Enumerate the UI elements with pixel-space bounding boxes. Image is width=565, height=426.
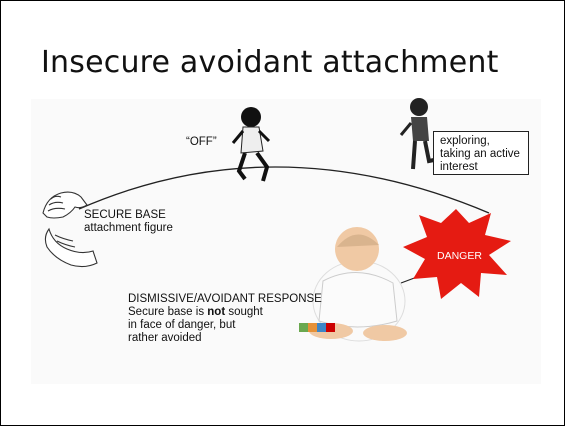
- danger-label: DANGER: [437, 250, 482, 262]
- danger-starburst: [403, 209, 511, 299]
- baby-photo: [309, 227, 407, 342]
- exploring-child-icon: [399, 98, 440, 170]
- slide-title: Insecure avoidant attachment: [41, 45, 499, 80]
- hands-icon: [42, 191, 98, 268]
- secure-base-line-1: SECURE BASE: [84, 209, 166, 221]
- response-emphasis: not: [207, 306, 226, 318]
- secure-base-line-2: attachment figure: [84, 222, 173, 234]
- exploring-line-3: interest: [440, 161, 478, 173]
- exploring-line-2: taking an active: [440, 148, 520, 160]
- exploring-box: exploring, taking an active interest: [433, 131, 529, 175]
- exploring-line-1: exploring,: [440, 135, 490, 147]
- off-label: “OFF”: [186, 136, 217, 148]
- response-line-1: Secure base is not sought: [128, 306, 263, 318]
- response-heading: DISMISSIVE/AVOIDANT RESPONSE: [128, 293, 322, 305]
- letter-blocks: [299, 323, 335, 332]
- exploration-arc: [78, 166, 490, 214]
- response-line-3: rather avoided: [128, 332, 202, 344]
- response-line-2: in face of danger, but: [128, 319, 236, 331]
- running-child-icon: [231, 107, 271, 182]
- response-text: DISMISSIVE/AVOIDANT RESPONSE Secure base…: [128, 293, 322, 345]
- secure-base-label: SECURE BASE attachment figure: [84, 209, 173, 235]
